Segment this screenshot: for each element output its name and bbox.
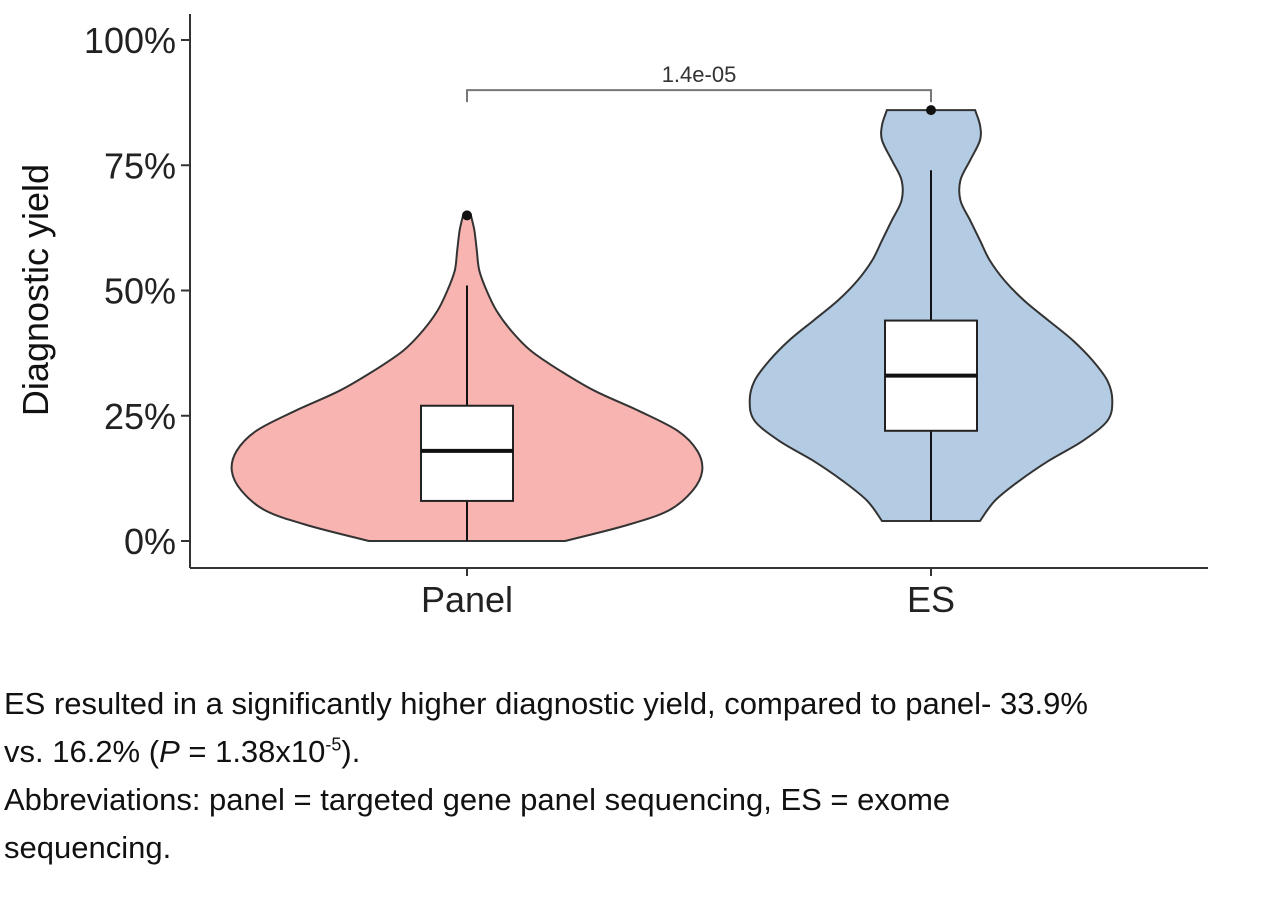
- y-tick-label-25: 25%: [104, 396, 176, 437]
- caption-line-1: ES resulted in a significantly higher di…: [4, 686, 1088, 721]
- significance-bracket: [466, 89, 932, 103]
- caption-p-value: = 1.38x10: [179, 734, 326, 770]
- caption-line-2-prefix: vs. 16.2% (: [4, 734, 160, 770]
- caption-line-4: sequencing.: [4, 830, 172, 866]
- outlier-es-0: [926, 105, 936, 116]
- y-tick-label-100: 100%: [84, 20, 176, 61]
- violin-chart: 1.4e-05 Panel ES 0% 25% 50% 75% 100% Diagnosti…: [15, 14, 1208, 620]
- caption-line-2-suffix: ).: [341, 734, 361, 770]
- significance-label: 1.4e-05: [662, 62, 737, 87]
- x-tick-label-panel: Panel: [421, 579, 513, 620]
- caption-line-2: vs. 16.2% (P = 1.38x10-5).: [4, 728, 1280, 776]
- caption-p-symbol: P: [159, 734, 180, 770]
- boxplots-layer: [420, 105, 978, 541]
- x-tick-label-es: ES: [907, 579, 955, 620]
- caption-p-exponent: -5: [325, 734, 342, 755]
- y-tick-label-50: 50%: [104, 271, 176, 312]
- significance-annotation: 1.4e-05: [466, 62, 932, 103]
- axes-layer: Panel ES 0% 25% 50% 75% 100%: [84, 14, 1208, 620]
- y-axis-title: Diagnostic yield: [15, 164, 56, 416]
- y-tick-label-0: 0%: [124, 521, 176, 562]
- y-tick-label-75: 75%: [104, 145, 176, 186]
- box-panel: [420, 404, 514, 502]
- figure-caption: ES resulted in a significantly higher di…: [4, 680, 1280, 872]
- caption-line-3: Abbreviations: panel = targeted gene pan…: [4, 782, 951, 818]
- violins-layer: [230, 109, 1114, 542]
- outlier-panel-0: [462, 210, 472, 221]
